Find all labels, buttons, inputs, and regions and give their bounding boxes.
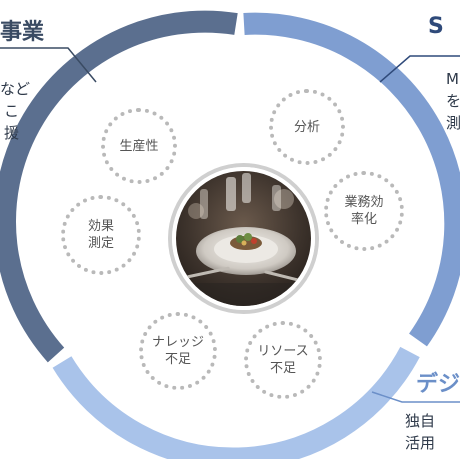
desc-line: 独自 <box>405 412 436 430</box>
issue-label: 生産性 <box>119 138 159 154</box>
ring-segment-right <box>243 12 460 347</box>
desc-line: 活用 <box>405 434 436 452</box>
issue-bubble-analysis: 分析 <box>269 89 345 165</box>
connector-left <box>0 47 97 83</box>
issue-bubble-productivity: 生産性 <box>101 108 177 184</box>
connector-right <box>379 55 460 83</box>
bottom-section-title: デジ <box>416 372 460 397</box>
issue-bubble-resource-shortage: リソース 不足 <box>244 321 322 399</box>
left-section-title: 事業 <box>0 20 45 45</box>
ring-segment-bottom <box>52 346 420 459</box>
issue-label: 分析 <box>293 119 320 135</box>
desc-line: M <box>446 70 459 88</box>
desc-line: 測 <box>446 114 460 132</box>
issue-label: リソース 不足 <box>257 344 309 376</box>
desc-line: こ <box>4 102 20 120</box>
issue-label: ナレッジ 不足 <box>151 335 204 367</box>
issue-label: 業務効 率化 <box>344 195 384 227</box>
issue-bubble-knowledge-shortage: ナレッジ 不足 <box>139 312 217 390</box>
connector-bottom <box>371 391 460 403</box>
right-section-title: S <box>428 14 444 39</box>
ring-segment-left <box>0 10 238 363</box>
issue-label: 効果 測定 <box>87 219 114 251</box>
center-food-photo <box>172 167 315 310</box>
food-photo-illustration <box>176 171 311 306</box>
left-section-description: など こ 援 <box>0 78 30 144</box>
desc-line: を <box>446 92 460 110</box>
right-section-description: M を 測 <box>446 68 460 134</box>
desc-line: 援 <box>4 124 20 142</box>
issue-bubble-effect-measurement: 効果 測定 <box>61 195 141 275</box>
bottom-section-description: 独自 活用 <box>405 410 435 454</box>
issue-bubble-efficiency: 業務効 率化 <box>324 171 404 251</box>
desc-line: など <box>0 80 31 98</box>
